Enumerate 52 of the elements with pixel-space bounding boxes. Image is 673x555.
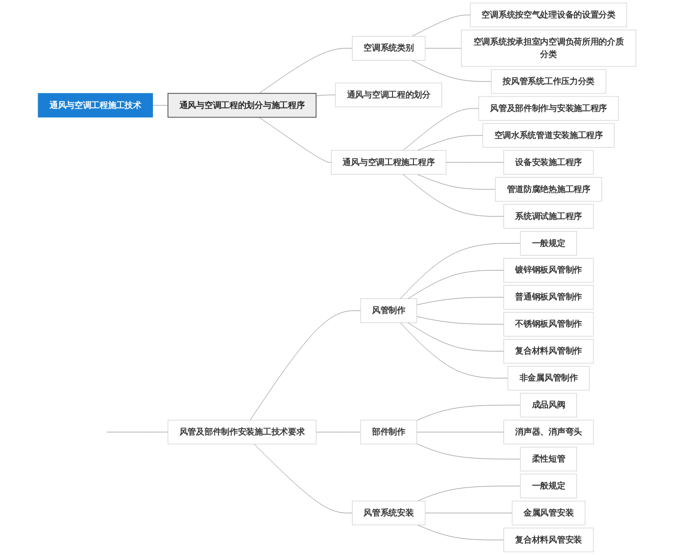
node-box: 空调系统按承担室内空调负荷所用的介质分类 <box>460 30 636 67</box>
node-box: 镀锌钢板风管制作 <box>503 258 594 282</box>
connector <box>411 60 491 82</box>
connector <box>416 316 504 324</box>
node-box: 空调水系统管道安装施工程序 <box>482 123 614 148</box>
connector <box>253 444 352 514</box>
connector <box>152 105 168 106</box>
node-box: 通风与空调工程的划分 <box>334 82 442 108</box>
connector <box>400 322 508 378</box>
node-box: 一般规定 <box>520 231 576 256</box>
connector <box>416 524 504 540</box>
node-box: 空调系统按空气处理设备的设置分类 <box>470 2 627 28</box>
node-box: 金属风管安装 <box>511 500 585 526</box>
node-box: 通风与空调工程的划分与施工程序 <box>167 92 316 118</box>
node-box: 风管及部件制作安装施工技术要求 <box>167 420 316 444</box>
node-box: 风管系统安装 <box>352 500 425 526</box>
node-box: 一般规定 <box>520 474 576 498</box>
connector <box>407 322 504 352</box>
node-box: 按风管系统工作压力分类 <box>490 69 606 94</box>
node-box: 柔性短管 <box>520 446 576 472</box>
node-box: 非金属风管制作 <box>507 366 589 390</box>
connector <box>249 310 360 420</box>
node-box: 复合材料风管制作 <box>503 339 594 364</box>
connector <box>411 14 470 36</box>
connector <box>258 117 331 163</box>
connector <box>258 48 352 94</box>
connector <box>402 108 478 151</box>
node-box: 复合材料风管安装 <box>503 528 594 552</box>
connector <box>445 162 504 163</box>
connector <box>416 174 496 190</box>
connector <box>315 94 336 96</box>
connector <box>416 486 520 502</box>
node-box: 通风与空调工程施工技术 <box>37 93 152 118</box>
node-box: 空调系统类别 <box>352 36 425 60</box>
connector <box>407 270 504 299</box>
node-box: 管道防腐绝热施工程序 <box>494 177 602 202</box>
node-box: 部件制作 <box>360 420 416 444</box>
connector <box>416 297 504 306</box>
node-box: 不锈钢板风管制作 <box>503 312 594 336</box>
node-box: 通风与空调工程施工程序 <box>330 150 446 175</box>
connector <box>400 243 520 299</box>
node-box: 普通钢板风管制作 <box>503 285 594 310</box>
node-box: 设备安装施工程序 <box>503 150 594 175</box>
connector <box>416 135 483 151</box>
node-box: 消声器、消声弯头 <box>503 420 594 444</box>
node-box: 风管制作 <box>360 298 416 323</box>
connector <box>416 404 520 421</box>
connector <box>416 444 520 460</box>
node-box: 成品风阀 <box>520 392 576 418</box>
node-box: 风管及部件制作与安装施工程序 <box>478 96 618 121</box>
node-box: 系统调试施工程序 <box>503 204 594 228</box>
connector <box>402 174 504 217</box>
